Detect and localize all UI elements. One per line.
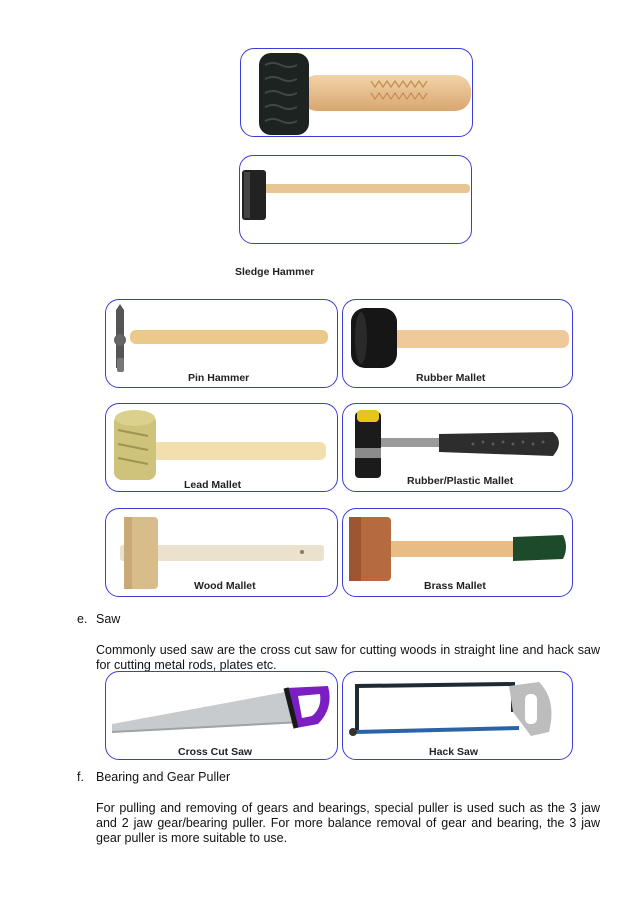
cross-cut-saw-image: Cross Cut Saw (105, 671, 338, 760)
brass-mallet-image: Brass Mallet (342, 508, 573, 597)
caption-sledge-hammer: Sledge Hammer (235, 266, 315, 278)
section-f-title: Bearing and Gear Puller (96, 770, 231, 784)
caption-rubber-mallet: Rubber Mallet (416, 372, 486, 384)
sledge-hammer-image-large (240, 48, 473, 137)
section-e-title: Saw (96, 612, 121, 626)
pin-hammer-image: Pin Hammer (105, 299, 338, 388)
caption-cross-cut-saw: Cross Cut Saw (178, 746, 253, 758)
hack-saw-image: Hack Saw (342, 671, 573, 760)
caption-brass-mallet: Brass Mallet (424, 580, 486, 592)
rubber-mallet-image: Rubber Mallet (342, 299, 573, 388)
sledge-hammer-image-small (239, 155, 472, 244)
caption-lead-mallet: Lead Mallet (184, 479, 242, 491)
section-f-text: For pulling and removing of gears and be… (96, 801, 600, 845)
section-e-marker: e. (77, 612, 88, 626)
caption-hack-saw: Hack Saw (429, 746, 479, 758)
caption-rubber-plastic-mallet: Rubber/Plastic Mallet (407, 475, 514, 487)
caption-wood-mallet: Wood Mallet (194, 580, 256, 592)
rubber-plastic-mallet-image: Rubber/Plastic Mallet (342, 403, 573, 492)
lead-mallet-image: Lead Mallet (105, 403, 338, 492)
section-f-marker: f. (77, 770, 84, 784)
caption-pin-hammer: Pin Hammer (188, 372, 250, 384)
wood-mallet-image: Wood Mallet (105, 508, 338, 597)
section-e-text: Commonly used saw are the cross cut saw … (96, 643, 600, 672)
